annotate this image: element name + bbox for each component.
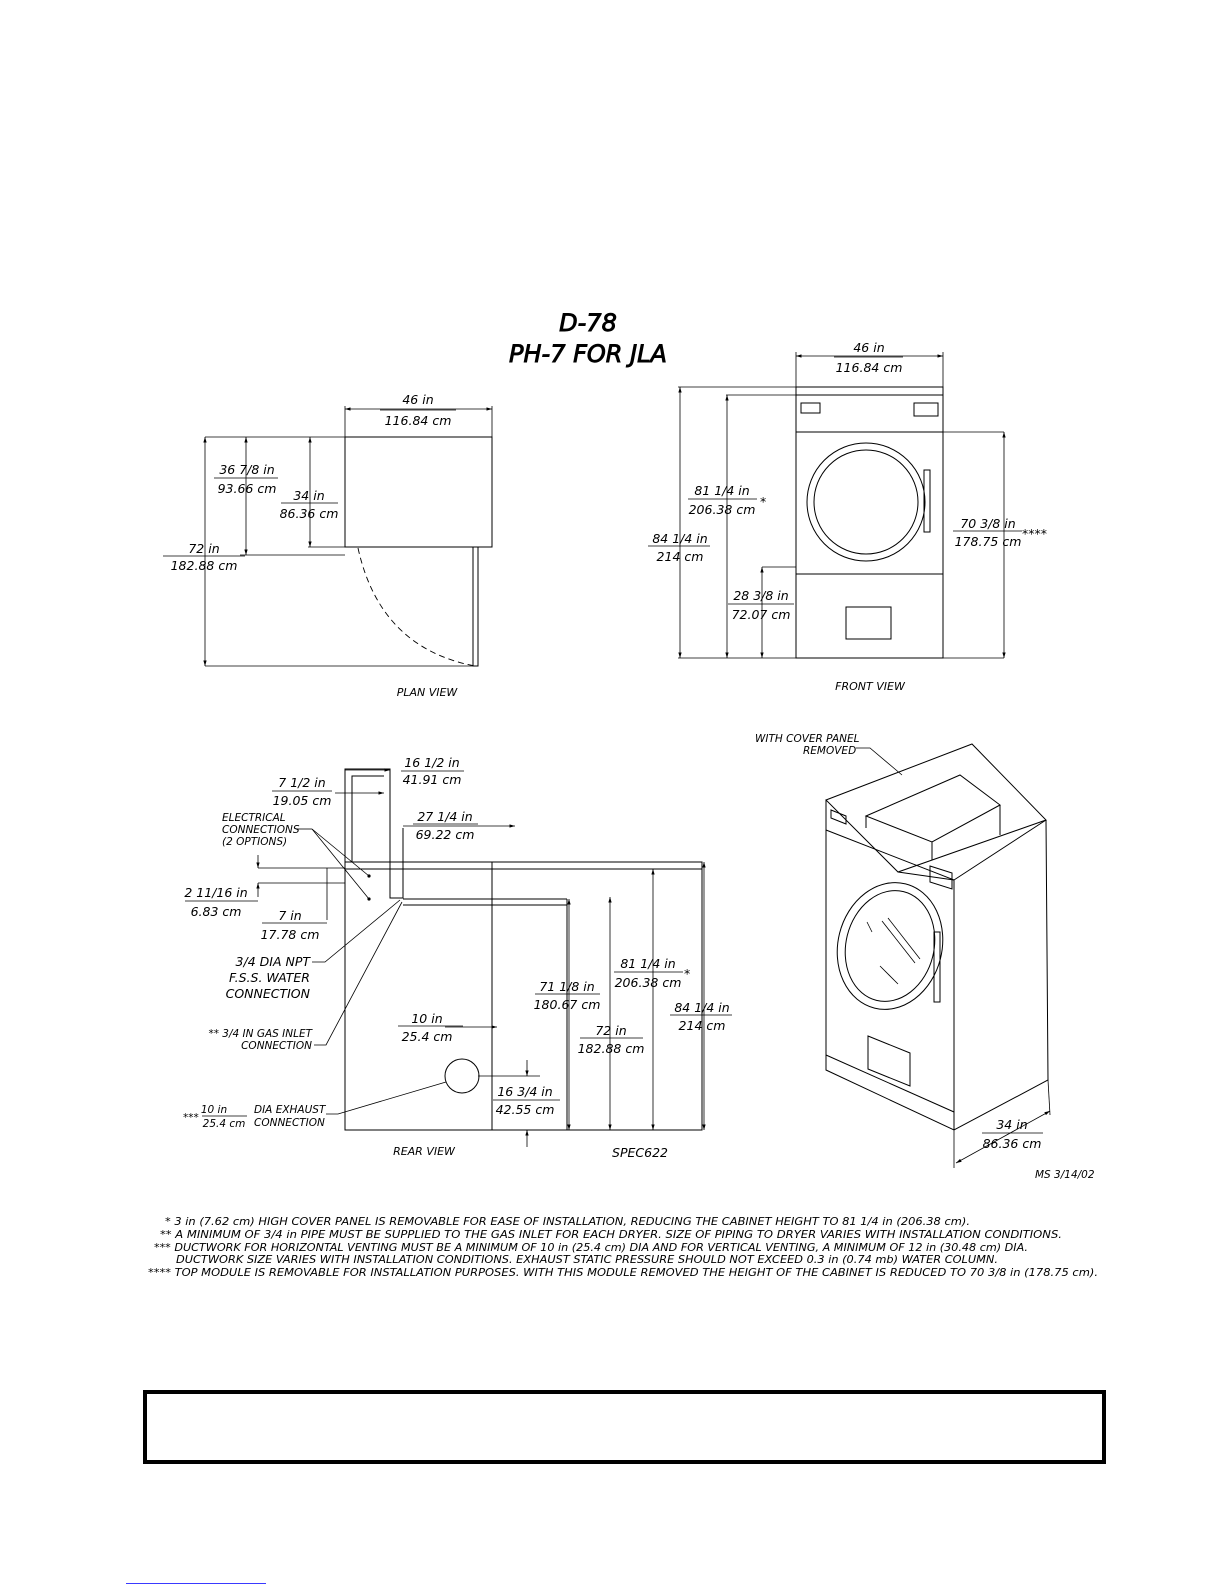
- front-control-right: [913, 402, 939, 417]
- iso-cover-note-line1: WITH COVER PANEL: [755, 733, 860, 745]
- footer-rule: [126, 1583, 266, 1584]
- plan-depth-top-cm: 93.66 cm: [218, 481, 277, 496]
- rear-spec-label: SPEC622: [612, 1145, 668, 1160]
- plan-depth-cabinet-in: 34 in: [293, 488, 324, 503]
- rear-dim-7-in: 7 in: [278, 908, 301, 923]
- rear-dim-81-1-4-cm: 206.38 cm: [615, 975, 682, 990]
- front-height-module-in: 70 3/8 in: [960, 516, 1015, 531]
- front-height-module-mark: ****: [1022, 526, 1047, 541]
- iso-lint-door: [867, 1035, 911, 1087]
- plan-view: 46 in 116.84 cm 72 in 182.88 cm 36 7/8 i…: [163, 392, 493, 699]
- front-height-cabinet-cm: 206.38 cm: [689, 502, 756, 517]
- front-door-height-cm: 72.07 cm: [732, 607, 791, 622]
- plan-depth-total-cm: 182.88 cm: [171, 558, 238, 573]
- drawn-by-note: MS 3/14/02: [1035, 1169, 1095, 1181]
- rear-dim-16-3-4-in: 16 3/4 in: [497, 1084, 552, 1099]
- rear-electrical-line1: ELECTRICAL: [222, 812, 286, 824]
- rear-view: 16 1/2 in 41.91 cm 7 1/2 in 19.05 cm 27 …: [183, 755, 732, 1160]
- front-door-height-in: 28 3/8 in: [733, 588, 788, 603]
- front-control-left: [800, 402, 821, 414]
- rear-exhaust-dim-cm: 25.4 cm: [203, 1118, 246, 1130]
- rear-dim-71-1-8-in: 71 1/8 in: [539, 979, 594, 994]
- footnote-3-cont: DUCTWORK SIZE VARIES WITH INSTALLATION C…: [176, 1254, 998, 1266]
- footnote-1: * 3 in (7.62 cm) HIGH COVER PANEL IS REM…: [165, 1216, 970, 1228]
- rear-dim-2-11-16-cm: 6.83 cm: [191, 904, 242, 919]
- rear-dim-27-1-4-cm: 69.22 cm: [416, 827, 475, 842]
- rear-dim-16-1-2-cm: 41.91 cm: [403, 772, 462, 787]
- rear-dim-71-1-8-cm: 180.67 cm: [534, 997, 601, 1012]
- rear-dim-81-1-4-in: 81 1/4 in: [620, 956, 675, 971]
- iso-depth-in: 34 in: [996, 1117, 1027, 1132]
- plan-depth-cabinet-cm: 86.36 cm: [280, 506, 339, 521]
- plan-width-cm: 116.84 cm: [385, 413, 452, 428]
- front-door-ring: [806, 442, 926, 562]
- rear-dim-72-in: 72 in: [595, 1023, 626, 1038]
- front-view-label: FRONT VIEW: [835, 680, 906, 693]
- front-view: 46 in 116.84 cm 84 1/4 in 214 cm 81 1/4 …: [648, 340, 1047, 693]
- drawing-title-line2: PH-7 FOR JLA: [509, 340, 667, 368]
- plan-cabinet-outline: [344, 436, 493, 548]
- rear-dim-7-1-2-in: 7 1/2 in: [278, 775, 325, 790]
- rear-dim-16-3-4-cm: 42.55 cm: [496, 1102, 555, 1117]
- front-width-cm: 116.84 cm: [836, 360, 903, 375]
- iso-door-ring: [836, 882, 944, 1010]
- front-height-module-cm: 178.75 cm: [955, 534, 1022, 549]
- front-door-hinge: [923, 469, 931, 533]
- rear-gas-line2: CONNECTION: [241, 1040, 312, 1052]
- rear-dim-10-in: 10 in: [411, 1011, 442, 1026]
- front-height-total-cm: 214 cm: [657, 549, 704, 564]
- iso-depth-cm: 86.36 cm: [983, 1136, 1042, 1151]
- drawing-title-line1: D-78: [559, 309, 617, 337]
- front-lint-door: [845, 606, 892, 640]
- iso-door-glass: [844, 890, 936, 1002]
- rear-dim-10-cm: 25.4 cm: [402, 1029, 453, 1044]
- plan-depth-total-in: 72 in: [188, 541, 219, 556]
- rear-electrical-line2: CONNECTIONS: [222, 824, 300, 836]
- rear-exhaust-line1: DIA EXHAUST: [254, 1104, 327, 1116]
- rear-dim-7-1-2-cm: 19.05 cm: [273, 793, 332, 808]
- rear-dim-84-1-4-in: 84 1/4 in: [674, 1000, 729, 1015]
- footnotes: * 3 in (7.62 cm) HIGH COVER PANEL IS REM…: [148, 1216, 1098, 1279]
- rear-dim-2-11-16-in: 2 11/16 in: [184, 885, 247, 900]
- rear-dim-72-cm: 182.88 cm: [578, 1041, 645, 1056]
- rear-exhaust-dim-in: 10 in: [201, 1104, 227, 1116]
- plan-door-swing: [357, 547, 476, 667]
- rear-water-line1: 3/4 DIA NPT: [236, 954, 312, 969]
- plan-width-in: 46 in: [402, 392, 433, 407]
- rear-exhaust-mark: ***: [183, 1112, 199, 1124]
- footnote-2: ** A MINIMUM OF 3/4 in PIPE MUST BE SUPP…: [160, 1229, 1062, 1241]
- rear-dim-27-1-4-in: 27 1/4 in: [417, 809, 472, 824]
- rear-cabinet-outline: [344, 861, 703, 1131]
- plan-door-leaf: [472, 546, 479, 667]
- rear-dim-7-cm: 17.78 cm: [261, 927, 320, 942]
- front-width-in: 46 in: [853, 340, 884, 355]
- rear-electrical-line3: (2 OPTIONS): [222, 836, 287, 848]
- front-height-cabinet-in: 81 1/4 in: [694, 483, 749, 498]
- rear-water-line2: F.S.S. WATER: [229, 970, 310, 985]
- rear-exhaust-line2: CONNECTION: [254, 1117, 325, 1129]
- rear-dim-16-1-2-in: 16 1/2 in: [404, 755, 459, 770]
- plan-view-label: PLAN VIEW: [397, 686, 459, 699]
- iso-cover-note-line2: REMOVED: [803, 745, 856, 757]
- front-height-total-in: 84 1/4 in: [652, 531, 707, 546]
- rear-dim-81-1-4-mark: *: [684, 966, 690, 981]
- empty-notes-box: [143, 1390, 1106, 1464]
- plan-depth-top-in: 36 7/8 in: [219, 462, 274, 477]
- footnote-3: *** DUCTWORK FOR HORIZONTAL VENTING MUST…: [154, 1242, 1028, 1254]
- rear-gas-line1: ** 3/4 IN GAS INLET: [208, 1028, 313, 1040]
- rear-water-line3: CONNECTION: [226, 986, 311, 1001]
- rear-exhaust-port: [444, 1058, 480, 1094]
- footnote-4: **** TOP MODULE IS REMOVABLE FOR INSTALL…: [148, 1267, 1098, 1279]
- front-height-cabinet-mark: *: [760, 494, 766, 509]
- rear-view-label: REAR VIEW: [393, 1145, 456, 1158]
- rear-dim-84-1-4-cm: 214 cm: [679, 1018, 726, 1033]
- isometric-view: WITH COVER PANEL REMOVED 34 in 86.36 cm …: [755, 733, 1095, 1181]
- front-door-glass: [813, 449, 919, 555]
